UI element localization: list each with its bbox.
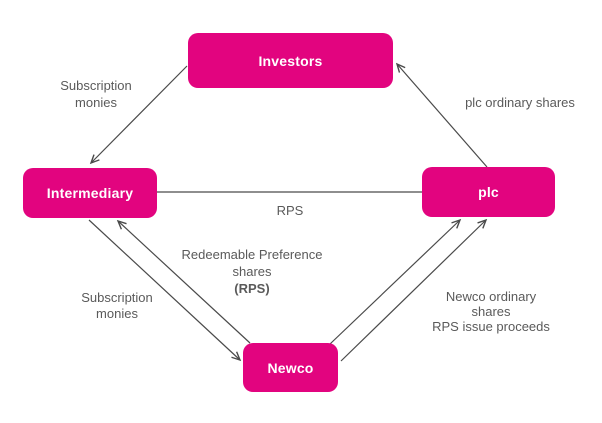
arrow-newco-to-plc-2	[340, 220, 486, 362]
label-line: plc ordinary shares	[465, 95, 575, 110]
arrow-investors-to-intermediary	[91, 65, 188, 163]
node-plc-label: plc	[478, 184, 499, 200]
arrow-newco-to-plc-1	[329, 220, 460, 345]
label-line: Subscription	[60, 78, 132, 93]
arrow-plc-to-investors	[397, 64, 488, 168]
edge-label-rps: RPS	[250, 202, 330, 219]
arrow-intermediary-to-newco	[88, 219, 240, 360]
node-investors-label: Investors	[258, 52, 323, 69]
node-newco: Newco	[243, 343, 338, 392]
node-intermediary-label: Intermediary	[46, 185, 134, 201]
label-line: Newco ordinary	[445, 289, 537, 304]
edge-label-subscription-monies-bottom: Subscription monies	[57, 290, 177, 322]
edge-label-subscription-monies-top: Subscription monies	[36, 77, 156, 111]
node-intermediary: Intermediary	[23, 168, 157, 218]
label-line: monies	[96, 306, 138, 321]
label-line: Redeemable Preference	[181, 247, 323, 262]
label-line: RPS issue proceeds	[432, 319, 550, 334]
label-line: shares	[471, 304, 511, 319]
label-line: RPS	[276, 203, 304, 218]
arrow-newco-to-intermediary	[118, 221, 251, 344]
edge-label-plc-ordinary-shares: plc ordinary shares	[440, 94, 600, 111]
node-plc: plc	[422, 167, 555, 217]
edge-label-newco-ordinary-shares: Newco ordinary shares RPS issue proceeds	[406, 289, 576, 334]
label-line: (RPS)	[234, 281, 270, 296]
edge-label-redeemable-preference-shares: Redeemable Preference shares (RPS)	[162, 246, 342, 297]
node-newco-label: Newco	[267, 359, 314, 376]
label-line: Subscription	[81, 290, 153, 305]
node-investors: Investors	[188, 33, 393, 88]
label-line: shares	[232, 264, 272, 279]
label-line: monies	[75, 95, 117, 110]
